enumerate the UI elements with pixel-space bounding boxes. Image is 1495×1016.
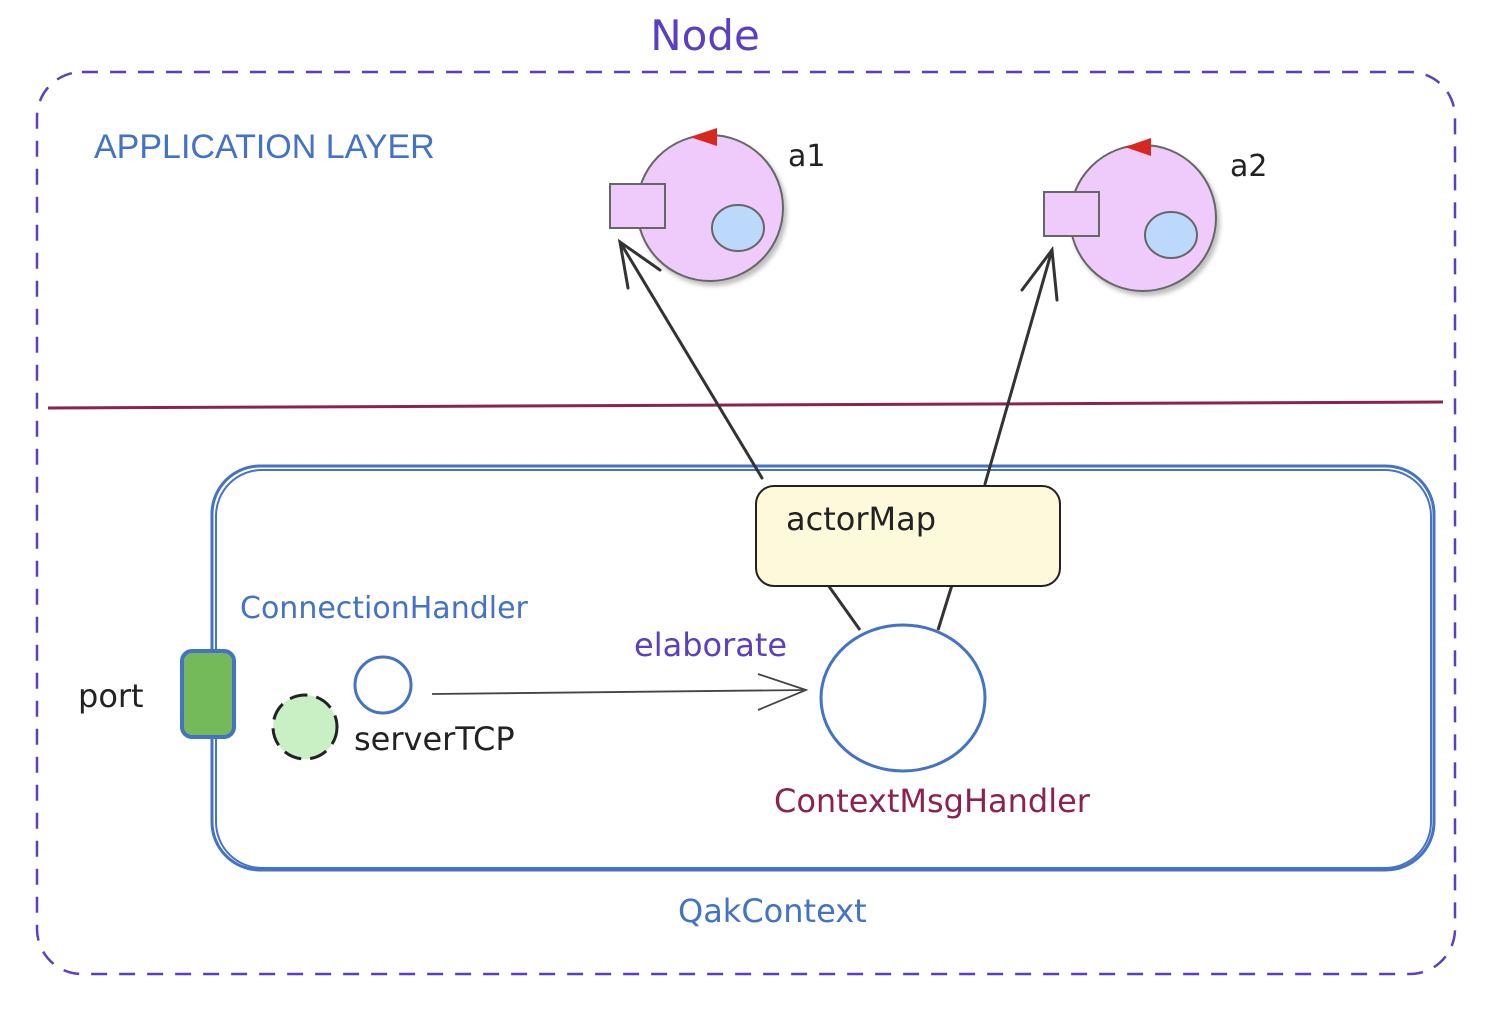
actor-a1-marker-icon: [690, 128, 717, 146]
actor-a2: [1043, 138, 1217, 292]
actor-a1-queue: [711, 204, 765, 252]
actor-a1: [609, 128, 784, 282]
context-msg-handler-node: [819, 623, 987, 773]
node-boundary: [35, 70, 1457, 976]
arrow-elaborate: [431, 673, 809, 711]
port-label: port: [78, 677, 144, 715]
actor-a1-port-box: [609, 183, 666, 229]
actor-a2-marker-icon: [1125, 138, 1151, 156]
link-handler-map-left: [826, 584, 862, 631]
actor-a2-label: a2: [1230, 149, 1267, 184]
server-tcp-node: [271, 693, 339, 761]
actor-a2-port-box: [1043, 191, 1100, 237]
qak-context-label: QakContext: [678, 892, 867, 930]
connection-handler-label: ConnectionHandler: [240, 591, 529, 626]
node-title: Node: [650, 11, 760, 60]
arrow-to-a2: [983, 246, 1059, 486]
actor-a2-queue: [1144, 211, 1198, 259]
context-msg-handler-label: ContextMsgHandler: [774, 782, 1091, 820]
application-layer-label: APPLICATION LAYER: [94, 128, 435, 166]
actor-map-box: [755, 485, 1061, 587]
elaborate-label: elaborate: [634, 626, 787, 664]
port-node: [180, 649, 236, 739]
actor-map-label: actorMap: [786, 500, 936, 538]
arrow-to-a1: [617, 238, 764, 480]
actor-a1-label: a1: [788, 139, 825, 174]
link-handler-map-right: [936, 584, 954, 631]
layer-separator: [47, 400, 1444, 410]
server-tcp-label: serverTCP: [354, 720, 515, 758]
connection-handler-node: [353, 655, 413, 715]
